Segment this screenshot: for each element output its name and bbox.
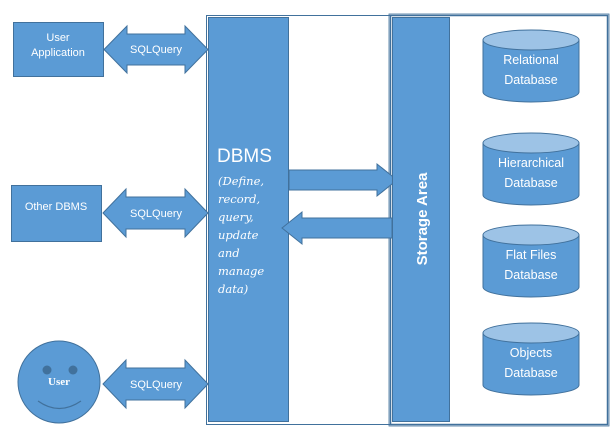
right-eye-icon <box>68 365 78 375</box>
database-label-line: Objects <box>510 346 552 360</box>
cylinder-body <box>482 142 580 206</box>
cylinder-top <box>482 322 580 344</box>
user-application-label-line1: User <box>46 32 70 44</box>
sqlquery-arrow-1: SQLQuery <box>103 24 209 75</box>
database-label-line: Flat Files <box>506 248 557 262</box>
cylinder-body <box>482 332 580 396</box>
cylinder-top <box>482 29 580 51</box>
cylinder-body <box>482 234 580 298</box>
cylinder-top <box>482 132 580 154</box>
database-label-line: Relational <box>503 53 559 67</box>
database-label-line: Hierarchical <box>498 156 564 170</box>
dbms-desc-line-2: record, <box>218 192 260 206</box>
database-label-line: Database <box>504 176 558 190</box>
cylinder-body <box>482 39 580 103</box>
storage-area-box: Storage Area <box>392 17 450 422</box>
dbms-desc-line-4: update <box>218 228 259 242</box>
dbms-desc-line-1: (Define, <box>218 174 264 188</box>
user-smiley: User <box>17 340 101 424</box>
dbms-box: DBMS (Define, record, query, update and … <box>208 17 289 422</box>
dbms-desc-line-6: manage <box>218 264 264 278</box>
database-label-line: Database <box>504 268 558 282</box>
other-dbms-label: Other DBMS <box>25 201 87 213</box>
dbms-desc-line-3: query, <box>218 210 254 224</box>
left-eye-icon <box>42 365 52 375</box>
sqlquery-label-3: SQLQuery <box>130 379 182 391</box>
dbms-desc-line-7: data) <box>218 282 248 296</box>
database-label-line: Database <box>504 73 558 87</box>
sqlquery-label-2: SQLQuery <box>130 208 182 220</box>
user-application-label-line2: Application <box>31 47 85 59</box>
user-application-box: User Application <box>13 22 104 77</box>
dbms-desc-line-5: and <box>218 246 240 260</box>
sqlquery-arrow-2: SQLQuery <box>102 187 209 239</box>
arrow-storage-to-dbms <box>281 210 393 246</box>
smile-icon <box>37 400 82 410</box>
dbms-title: DBMS <box>217 146 272 167</box>
user-label: User <box>48 376 70 388</box>
storage-area-title: Storage Area <box>414 172 431 265</box>
database-label-line: Database <box>504 366 558 380</box>
arrow-dbms-to-storage <box>288 162 398 198</box>
other-dbms-box: Other DBMS <box>11 185 102 242</box>
sqlquery-arrow-3: SQLQuery <box>102 358 209 410</box>
cylinder-top <box>482 224 580 246</box>
sqlquery-label-1: SQLQuery <box>130 44 182 56</box>
